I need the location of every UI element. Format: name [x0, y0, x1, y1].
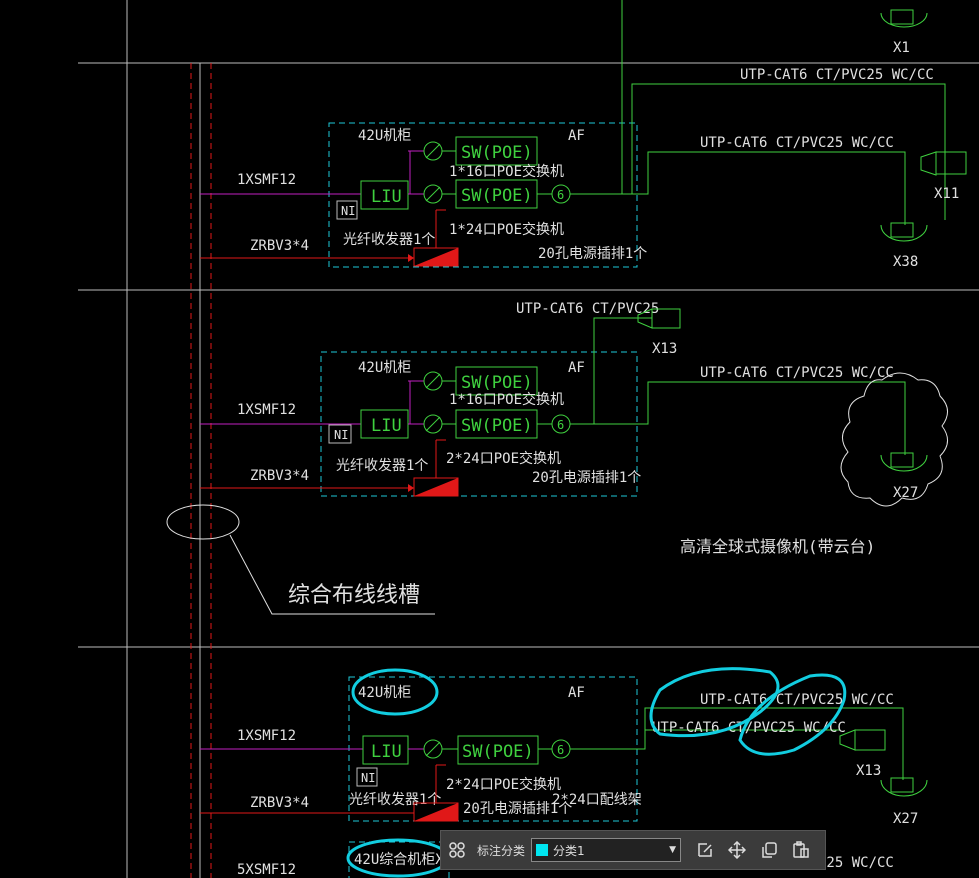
camera-x1-label: X1 [893, 40, 910, 56]
poe-switch: SW(POE) [462, 742, 534, 762]
transceiver-icon [423, 739, 443, 759]
camera-x1[interactable]: X1 [880, 9, 928, 56]
paste-icon[interactable] [790, 839, 812, 861]
cabinet-block-1[interactable]: 42U机柜 AF 1XSMF12 ZRBV3*4 LIU NI SW(POE) … [200, 0, 946, 268]
cabinet-label: 42U机柜 [358, 685, 411, 701]
fiber-cable-label: 1XSMF12 [237, 728, 296, 744]
category-value: 分类1 [553, 843, 585, 858]
fiber-cable-label: 1XSMF12 [237, 172, 296, 188]
cabinet-label: 42U机柜 [358, 128, 411, 144]
highlight-loop [649, 667, 847, 756]
camera-x27-label: X27 [893, 485, 918, 501]
cable-label-top: UTP-CAT6 CT/PVC25 WC/CC [740, 67, 934, 83]
transceiver-icon [423, 141, 443, 204]
switch-2-desc: 2*24口POE交换机 [446, 450, 561, 467]
copy-icon[interactable] [758, 839, 780, 861]
cable-label-x27: UTP-CAT6 CT/PVC25 WC/CC [700, 365, 894, 381]
switch-2-desc: 1*24口POE交换机 [449, 221, 564, 238]
cabinet-label: 42U机柜 [358, 360, 411, 376]
cable-label-x27b: UTP-CAT6 CT/PVC25 WC/CC [700, 692, 894, 708]
poe-switch-2: SW(POE) [461, 186, 533, 206]
power-strip-label: 20孔电源插排1个 [538, 246, 647, 262]
power-cable-label: ZRBV3*4 [250, 238, 309, 254]
cable-label-x13b: UTP-CAT6 CT/PVC25 WC/CC [652, 720, 846, 736]
switch-desc: 2*24口POE交换机 [446, 776, 561, 793]
revision-cloud [840, 372, 948, 507]
camera-x27b-label: X27 [893, 811, 918, 827]
cable-tray-label: 综合布线线槽 [288, 583, 420, 608]
dome-camera-note: 高清全球式摄像机(带云台) [680, 537, 875, 556]
toolbar-label: 标注分类 [477, 843, 526, 858]
transceiver-label: 光纤收发器1个 [343, 232, 435, 248]
cable-label-x13: UTP-CAT6 CT/PVC25 [516, 301, 659, 317]
svg-text:6: 6 [557, 743, 564, 757]
af-label: AF [568, 128, 585, 144]
annotation-toolbar: 标注分类 分类1 ▼ [440, 830, 826, 870]
camera-x13b-label: X13 [856, 763, 881, 779]
switch-1-desc: 1*16口POE交换机 [449, 391, 564, 408]
poe-switch-1: SW(POE) [461, 373, 533, 393]
camera-x27[interactable]: X27 [880, 452, 928, 501]
camera-x27b[interactable]: X27 [880, 777, 928, 827]
chevron-down-icon: ▼ [669, 845, 677, 855]
vertical-bus [190, 63, 212, 878]
fiber-cable-label: 1XSMF12 [237, 402, 296, 418]
cable-tray-callout: 综合布线线槽 [166, 504, 435, 615]
power-cable-label: ZRBV3*4 [250, 468, 309, 484]
liu-box: LIU [371, 187, 402, 207]
transceiver-icon [423, 371, 443, 434]
poe-switch-1: SW(POE) [461, 143, 533, 163]
pdu-icon [414, 478, 458, 496]
transceiver-label: 光纤收发器1个 [336, 458, 428, 474]
liu-box: LIU [371, 416, 402, 436]
power-strip-label: 20孔电源插排1个 [463, 801, 572, 817]
camera-x38-label: X38 [893, 254, 918, 270]
fiber-cable-label: 5XSMF12 [237, 862, 296, 878]
cabinet-label: 42U综合机柜X [354, 852, 444, 868]
patch-panel-label: 2*24口配线架 [552, 792, 642, 808]
svg-text:6: 6 [557, 418, 564, 432]
camera-x13-label: X13 [652, 341, 677, 357]
move-icon[interactable] [726, 839, 748, 861]
camera-x11-label: X11 [934, 186, 959, 202]
cabinet-block-2[interactable]: 42U机柜 AF 1XSMF12 ZRBV3*4 LIU NI SW(POE) … [200, 301, 906, 497]
grid-icon[interactable] [446, 839, 468, 861]
camera-x13b[interactable]: X13 [839, 729, 886, 779]
af-label: AF [568, 685, 585, 701]
pdu-icon [414, 248, 458, 266]
ni-box: NI [341, 204, 355, 218]
poe-switch-2: SW(POE) [461, 416, 533, 436]
cabinet-block-3[interactable]: 42U机柜 AF 1XSMF12 ZRBV3*4 LIU NI SW(POE) … [200, 667, 904, 822]
edit-icon[interactable] [694, 839, 716, 861]
category-select[interactable]: 分类1 ▼ [531, 838, 682, 862]
ni-box: NI [361, 771, 375, 785]
camera-x38[interactable]: X38 [880, 222, 928, 270]
camera-x11[interactable]: X11 [920, 151, 967, 202]
frame-lines [78, 0, 979, 878]
cable-label-x11: UTP-CAT6 CT/PVC25 WC/CC [700, 135, 894, 151]
af-label: AF [568, 360, 585, 376]
category-color-swatch [536, 844, 549, 856]
svg-text:6: 6 [557, 188, 564, 202]
switch-1-desc: 1*16口POE交换机 [449, 163, 564, 180]
liu-box: LIU [371, 742, 402, 762]
highlight-ellipse [351, 668, 439, 716]
power-cable-label: ZRBV3*4 [250, 795, 309, 811]
camera-x13[interactable]: X13 [637, 308, 681, 357]
pdu-icon [414, 803, 458, 821]
ni-box: NI [334, 428, 348, 442]
power-strip-label: 20孔电源插排1个 [532, 470, 641, 486]
transceiver-label: 光纤收发器1个 [349, 792, 441, 808]
